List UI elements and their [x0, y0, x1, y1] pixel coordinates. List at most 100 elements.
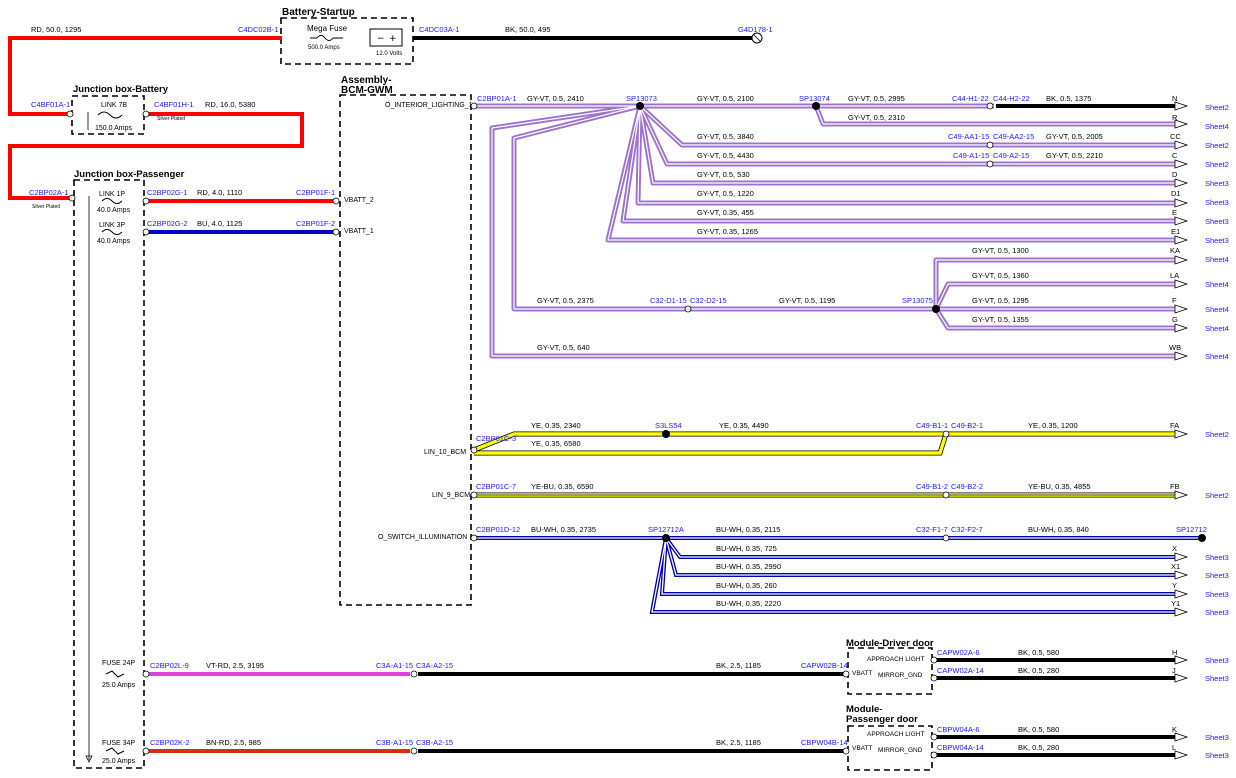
splice-sp12712 — [1198, 534, 1206, 542]
label-w-rd-top: RD, 50.0, 1295 — [31, 25, 81, 34]
svg-text:G: G — [1172, 315, 1178, 324]
label-c49aa2: C49-AA2-15 — [993, 132, 1034, 141]
splice-sp13074 — [812, 102, 820, 110]
label-c3ba1: C3B-A1-15 — [376, 738, 413, 747]
sheet-link-x1[interactable]: Sheet3 — [1205, 571, 1229, 580]
mega-fuse-label: Mega Fuse — [307, 24, 348, 33]
jb-passenger-box — [73, 179, 145, 769]
label-w-fb1: YE-BU, 0.35, 6590 — [531, 482, 594, 491]
splice-sp13075 — [932, 305, 940, 313]
bcm-title-2: BCM-GWM — [341, 85, 393, 96]
label-w-bk-d1: BK, 2.5, 1185 — [716, 661, 761, 670]
bcm-pin-interior-lighting: O_INTERIOR_LIGHTING_1 — [385, 102, 473, 109]
label-c32f1: C32-F1-7 — [916, 525, 948, 534]
passenger-door-title-2: Passenger door — [846, 714, 918, 725]
sheet-link-d1[interactable]: Sheet3 — [1205, 198, 1229, 207]
label-w-n2: GY-VT, 0.5, 2100 — [697, 94, 754, 103]
label-w-l: BK, 0.5, 280 — [1018, 743, 1059, 752]
sheet-link-d[interactable]: Sheet3 — [1205, 179, 1229, 188]
sheet-link-j[interactable]: Sheet3 — [1205, 674, 1229, 683]
label-c49a2: C49-A2-15 — [993, 151, 1029, 160]
sheet-link-c[interactable]: Sheet2 — [1205, 160, 1229, 169]
mega-fuse-rating: 500.0 Amps — [308, 45, 340, 51]
passenger-vbatt-label: VBATT — [852, 745, 872, 752]
label-c49aa1: C49-AA1-15 — [948, 132, 989, 141]
label-w-e: GY-VT, 0.35, 455 — [697, 208, 754, 217]
battery-startup-box — [280, 17, 414, 65]
svg-text:X: X — [1172, 544, 1177, 553]
passenger-door-box — [847, 725, 933, 771]
label-w-k: BK, 0.5, 580 — [1018, 725, 1059, 734]
svg-text:FB: FB — [1170, 482, 1180, 491]
sheet-link-fa[interactable]: Sheet2 — [1205, 430, 1229, 439]
sheet-link-e[interactable]: Sheet3 — [1205, 217, 1229, 226]
label-c2bp02g2: C2BP02G-2 — [147, 219, 187, 228]
label-capw02a14: CAPW02A-14 — [937, 666, 984, 675]
label-w-wb: GY-VT, 0.5, 640 — [537, 343, 590, 352]
label-w-n3: GY-VT, 0.5, 2995 — [848, 94, 905, 103]
label-w-bk-top: BK, 50.0, 495 — [505, 25, 550, 34]
label-w-bnrd: BN-RD, 2.5, 985 — [206, 738, 261, 747]
label-sp12712a: SP12712A — [648, 525, 684, 534]
label-w-y1: BU-WH, 0.35, 2220 — [716, 599, 781, 608]
label-w-sw3: BU-WH, 0.35, 840 — [1028, 525, 1089, 534]
sheet-link-k[interactable]: Sheet3 — [1205, 733, 1229, 742]
splice-s3ls54 — [662, 430, 670, 438]
sheet-link-la[interactable]: Sheet4 — [1205, 280, 1229, 289]
sheet-links[interactable]: Sheet2 Sheet4 Sheet2 Sheet2 Sheet3 Sheet… — [1205, 103, 1229, 760]
svg-text:L: L — [1172, 743, 1176, 752]
label-w-x: BU-WH, 0.35, 725 — [716, 544, 777, 553]
label-w-cc1: GY-VT, 0.5, 3840 — [697, 132, 754, 141]
driver-mirror-label: MIRROR_GND — [878, 672, 923, 679]
fuse34p-icon — [105, 747, 125, 755]
link7b-fuse-icon — [87, 111, 123, 130]
label-w-x1: BU-WH, 0.35, 2990 — [716, 562, 781, 571]
sheet-link-y[interactable]: Sheet3 — [1205, 590, 1229, 599]
label-c3ba2: C3B-A2-15 — [416, 738, 453, 747]
label-c4dc02b: C4DC02B-1 — [238, 25, 278, 34]
svg-text:X1: X1 — [1171, 562, 1180, 571]
sheet-link-wb[interactable]: Sheet4 — [1205, 352, 1229, 361]
svg-text:FA: FA — [1170, 421, 1179, 430]
sheet-link-r[interactable]: Sheet4 — [1205, 122, 1229, 131]
sheet-link-f[interactable]: Sheet4 — [1205, 305, 1229, 314]
bcm-box — [339, 94, 472, 606]
link7b-rating: 150.0 Amps — [95, 125, 132, 132]
bcm-pin-vbatt2: VBATT_2 — [344, 197, 374, 204]
sheet-link-h[interactable]: Sheet3 — [1205, 656, 1229, 665]
sheet-link-y1[interactable]: Sheet3 — [1205, 608, 1229, 617]
lin-wires — [473, 431, 1175, 498]
link1p-fuse-icon — [101, 198, 123, 204]
sheet-link-cc[interactable]: Sheet2 — [1205, 141, 1229, 150]
svg-text:N: N — [1172, 94, 1177, 103]
bcm-title-1: Assembly- — [341, 75, 392, 86]
endpoint-letters: N R CC C D D1 E E1 KA LA F G WB FA FB X … — [1169, 94, 1181, 752]
label-c2bp01c7: C2BP01C-7 — [476, 482, 516, 491]
sheet-link-ka[interactable]: Sheet4 — [1205, 255, 1229, 264]
label-w-j: BK, 0.5, 280 — [1018, 666, 1059, 675]
driver-vbatt-label: VBATT — [852, 670, 872, 677]
label-w-fa1: YE, 0.35, 2340 — [531, 421, 581, 430]
label-c49b11: C49-B1-1 — [916, 421, 948, 430]
label-sp13075: SP13075 — [902, 296, 933, 305]
svg-text:−: − — [377, 34, 385, 44]
label-w-bk-p1: BK, 2.5, 1185 — [716, 738, 761, 747]
label-w-fa4: YE, 0.35, 6580 — [531, 439, 581, 448]
arrow-ends — [1174, 101, 1189, 760]
sheet-link-fb[interactable]: Sheet2 — [1205, 491, 1229, 500]
label-c49b22: C49-B2-2 — [951, 482, 983, 491]
label-w-sw2: BU-WH, 0.35, 2115 — [716, 525, 780, 534]
sheet-link-x[interactable]: Sheet3 — [1205, 553, 1229, 562]
label-c2bp02a: C2BP02A-1 — [29, 188, 69, 197]
sheet-link-n[interactable]: Sheet2 — [1205, 103, 1229, 112]
wire-rd-16 — [8, 112, 304, 200]
battery-icon: − + — [369, 28, 403, 47]
label-g4d178: G4D178-1 — [738, 25, 773, 34]
link1p-rating: 40.0 Amps — [97, 207, 131, 214]
sheet-link-g[interactable]: Sheet4 — [1205, 324, 1229, 333]
sheet-link-l[interactable]: Sheet3 — [1205, 751, 1229, 760]
sheet-link-e1[interactable]: Sheet3 — [1205, 236, 1229, 245]
driver-door-title: Module-Driver door — [846, 638, 934, 649]
bcm-pin-vbatt1: VBATT_1 — [344, 228, 374, 235]
